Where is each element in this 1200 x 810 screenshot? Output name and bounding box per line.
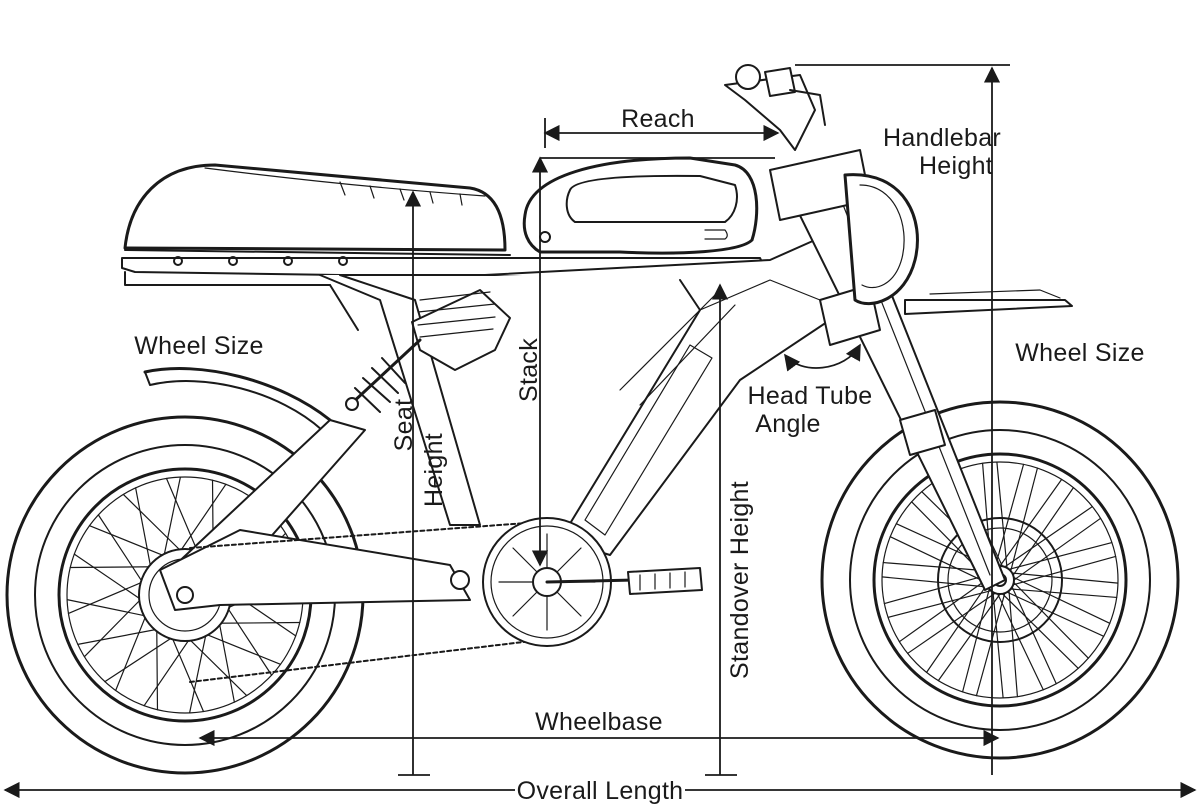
- spoke: [135, 487, 153, 574]
- chain: [189, 521, 541, 683]
- spoke: [66, 599, 153, 618]
- spoke: [883, 574, 988, 605]
- spoke: [1001, 593, 1079, 669]
- spoke: [97, 514, 147, 588]
- spoke: [881, 576, 989, 588]
- tank: [522, 156, 759, 255]
- frame: [121, 239, 861, 556]
- spoke: [882, 561, 990, 572]
- label-wheel-size-front: Wheel Size: [1015, 339, 1144, 367]
- spoke: [1008, 541, 1113, 570]
- label-handlebar-height-2: Height: [919, 152, 993, 180]
- spoke: [937, 593, 1001, 682]
- label-stack: Stack: [515, 338, 543, 402]
- spoke: [1013, 517, 1102, 581]
- spoke: [887, 590, 992, 619]
- spoke: [1006, 591, 1105, 637]
- spoke: [907, 592, 996, 655]
- spoke: [189, 627, 208, 714]
- spoke: [169, 631, 205, 713]
- spoke: [1011, 586, 1057, 685]
- spoke: [1012, 555, 1117, 586]
- label-handlebar-height-1: Handlebar: [883, 124, 1001, 152]
- spoke: [122, 493, 186, 556]
- spoke: [115, 609, 149, 692]
- label-reach: Reach: [621, 105, 695, 133]
- spoke: [925, 584, 988, 673]
- label-head-tube-angle-1: Head Tube: [747, 382, 872, 410]
- spoke: [176, 483, 227, 557]
- spoke: [212, 621, 301, 624]
- label-wheel-size-rear: Wheel Size: [134, 332, 263, 360]
- spoke: [1013, 576, 1111, 624]
- spoke: [1008, 590, 1019, 698]
- spoke: [1011, 572, 1119, 584]
- spoke: [994, 463, 1025, 568]
- crankset: [482, 517, 703, 647]
- spoke: [992, 591, 1004, 699]
- spoke: [996, 593, 1044, 691]
- spoke: [184, 634, 248, 697]
- spoke: [156, 622, 159, 711]
- label-seat-height-2: Height: [420, 433, 448, 507]
- headlight: [843, 173, 919, 306]
- spoke: [889, 536, 987, 584]
- brake-rotor: [937, 517, 1063, 643]
- spoke: [165, 477, 201, 559]
- spoke: [83, 594, 146, 658]
- spoke: [223, 602, 273, 676]
- front-fender: [904, 289, 1073, 315]
- spoke: [104, 633, 178, 683]
- rear-fender: [143, 367, 332, 431]
- spoke: [961, 588, 990, 693]
- handlebar: [724, 64, 826, 151]
- label-head-tube-angle-2: Angle: [755, 410, 820, 438]
- spoke: [999, 478, 1063, 567]
- spoke: [1004, 505, 1093, 568]
- spoke: [1010, 588, 1118, 599]
- spoke: [996, 461, 1008, 569]
- spoke: [73, 553, 147, 604]
- spoke: [217, 616, 235, 703]
- spoke: [143, 633, 194, 707]
- spoke: [1012, 487, 1075, 576]
- seat: [123, 163, 511, 256]
- spoke: [69, 566, 158, 569]
- swingarm: [159, 419, 471, 611]
- label-seat-height-1: Seat: [390, 399, 418, 452]
- spoke: [1010, 467, 1039, 572]
- label-standover-height: Standover Height: [726, 481, 754, 679]
- spoke: [88, 525, 171, 559]
- spoke: [898, 579, 987, 643]
- spoke: [1013, 581, 1089, 659]
- pedal: [627, 567, 703, 595]
- label-wheelbase: Wheelbase: [535, 708, 663, 736]
- label-overall-length: Overall Length: [517, 777, 684, 805]
- rear-shock: [345, 289, 511, 413]
- spoke: [77, 627, 164, 645]
- spoke: [975, 592, 1006, 697]
- spoke: [199, 631, 282, 665]
- spoke: [162, 476, 181, 563]
- dimension-lines: [3, 64, 1197, 799]
- spoke: [67, 579, 149, 615]
